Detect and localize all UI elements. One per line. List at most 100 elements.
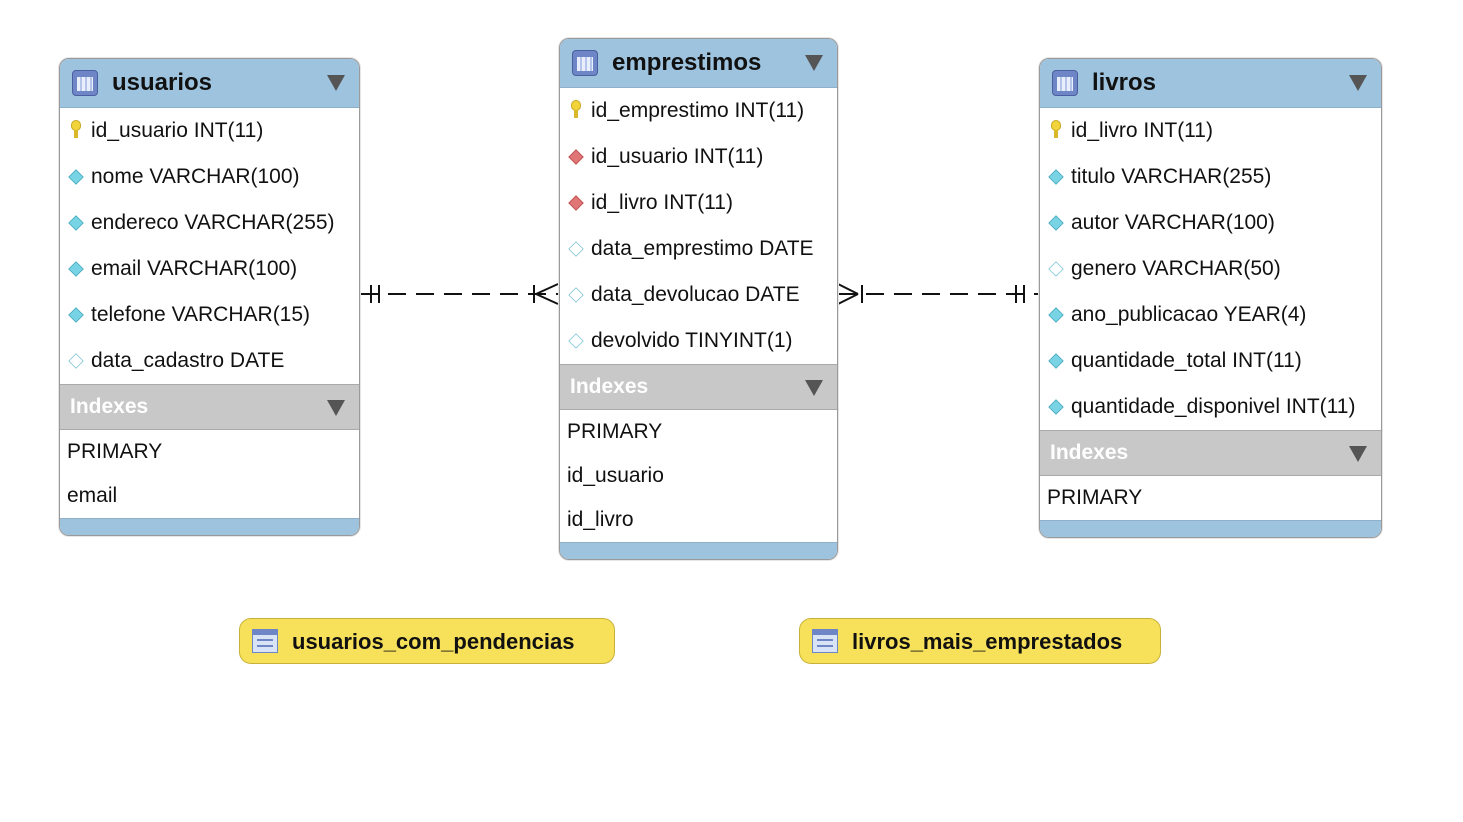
index-label: id_livro bbox=[567, 508, 634, 531]
not-null-column-icon bbox=[1048, 399, 1064, 415]
primary-key-icon bbox=[71, 120, 81, 138]
column-row[interactable]: id_usuario INT(11) bbox=[560, 134, 837, 180]
column-row[interactable]: quantidade_total INT(11) bbox=[1040, 338, 1381, 384]
view-title: usuarios_com_pendencias bbox=[292, 629, 575, 654]
column-label: email VARCHAR(100) bbox=[91, 257, 298, 280]
index-row[interactable]: id_livro bbox=[560, 498, 837, 542]
column-row[interactable]: devolvido TINYINT(1) bbox=[560, 318, 837, 364]
column-label: quantidade_disponivel INT(11) bbox=[1071, 395, 1356, 418]
table-icon bbox=[1052, 70, 1078, 96]
column-row[interactable]: id_livro INT(11) bbox=[560, 180, 837, 226]
collapse-arrow-icon[interactable] bbox=[1349, 446, 1367, 462]
nullable-column-icon bbox=[1048, 261, 1064, 277]
column-label: telefone VARCHAR(15) bbox=[91, 303, 311, 326]
index-label: PRIMARY bbox=[67, 440, 163, 463]
column-label: ano_publicacao YEAR(4) bbox=[1071, 303, 1307, 326]
not-null-column-icon bbox=[68, 261, 84, 277]
indexes-title: Indexes bbox=[570, 375, 649, 398]
collapse-arrow-icon[interactable] bbox=[327, 400, 345, 416]
column-row[interactable]: data_cadastro DATE bbox=[60, 338, 359, 384]
column-row[interactable]: id_livro INT(11) bbox=[1040, 108, 1381, 154]
view-livros-mais-emprestados[interactable]: livros_mais_emprestados bbox=[799, 618, 1161, 664]
column-label: quantidade_total INT(11) bbox=[1071, 349, 1302, 372]
table-icon bbox=[572, 50, 598, 76]
column-row[interactable]: ano_publicacao YEAR(4) bbox=[1040, 292, 1381, 338]
column-label: endereco VARCHAR(255) bbox=[91, 211, 335, 234]
table-title: usuarios bbox=[112, 69, 213, 96]
not-null-column-icon bbox=[1048, 215, 1064, 231]
index-label: PRIMARY bbox=[1047, 486, 1143, 509]
column-label: data_emprestimo DATE bbox=[591, 237, 814, 260]
collapse-arrow-icon[interactable] bbox=[805, 55, 823, 71]
collapse-arrow-icon[interactable] bbox=[805, 380, 823, 396]
column-row[interactable]: nome VARCHAR(100) bbox=[60, 154, 359, 200]
column-label: nome VARCHAR(100) bbox=[91, 165, 300, 188]
not-null-column-icon bbox=[1048, 169, 1064, 185]
index-row[interactable]: PRIMARY bbox=[60, 430, 359, 474]
table-header[interactable]: emprestimos bbox=[560, 39, 837, 88]
column-row[interactable]: data_emprestimo DATE bbox=[560, 226, 837, 272]
not-null-column-icon bbox=[68, 215, 84, 231]
not-null-column-icon bbox=[1048, 353, 1064, 369]
column-row[interactable]: autor VARCHAR(100) bbox=[1040, 200, 1381, 246]
index-row[interactable]: email bbox=[60, 474, 359, 518]
table-usuarios[interactable]: usuarios id_usuario INT(11) nome VARCHAR… bbox=[59, 58, 360, 536]
index-label: PRIMARY bbox=[567, 420, 663, 443]
column-row[interactable]: telefone VARCHAR(15) bbox=[60, 292, 359, 338]
indexes-header[interactable]: Indexes bbox=[60, 384, 359, 430]
table-footer bbox=[60, 518, 359, 535]
relationship-livros-emprestimos bbox=[837, 283, 1040, 305]
column-label: autor VARCHAR(100) bbox=[1071, 211, 1275, 234]
collapse-arrow-icon[interactable] bbox=[1349, 75, 1367, 91]
table-header[interactable]: usuarios bbox=[60, 59, 359, 108]
index-row[interactable]: PRIMARY bbox=[560, 410, 837, 454]
column-label: devolvido TINYINT(1) bbox=[591, 329, 793, 352]
indexes-header[interactable]: Indexes bbox=[560, 364, 837, 410]
indexes-header[interactable]: Indexes bbox=[1040, 430, 1381, 476]
column-row[interactable]: quantidade_disponivel INT(11) bbox=[1040, 384, 1381, 430]
table-livros[interactable]: livros id_livro INT(11) titulo VARCHAR(2… bbox=[1039, 58, 1382, 538]
column-row[interactable]: id_usuario INT(11) bbox=[60, 108, 359, 154]
column-row[interactable]: data_devolucao DATE bbox=[560, 272, 837, 318]
indexes-title: Indexes bbox=[70, 395, 149, 418]
view-icon bbox=[252, 629, 278, 653]
view-icon bbox=[812, 629, 838, 653]
index-row[interactable]: PRIMARY bbox=[1040, 476, 1381, 520]
view-title: livros_mais_emprestados bbox=[852, 629, 1123, 654]
foreign-key-icon bbox=[568, 149, 584, 165]
foreign-key-icon bbox=[568, 195, 584, 211]
relationship-usuarios-emprestimos bbox=[360, 283, 559, 305]
table-title: emprestimos bbox=[612, 49, 762, 76]
indexes-title: Indexes bbox=[1050, 441, 1129, 464]
column-label: id_livro INT(11) bbox=[591, 191, 733, 214]
table-title: livros bbox=[1092, 69, 1157, 96]
nullable-column-icon bbox=[568, 241, 584, 257]
index-row[interactable]: id_usuario bbox=[560, 454, 837, 498]
table-header[interactable]: livros bbox=[1040, 59, 1381, 108]
not-null-column-icon bbox=[68, 169, 84, 185]
view-usuarios-com-pendencias[interactable]: usuarios_com_pendencias bbox=[239, 618, 615, 664]
column-label: id_emprestimo INT(11) bbox=[591, 99, 805, 122]
column-label: genero VARCHAR(50) bbox=[1071, 257, 1281, 280]
index-label: id_usuario bbox=[567, 464, 664, 487]
column-row[interactable]: endereco VARCHAR(255) bbox=[60, 200, 359, 246]
index-label: email bbox=[67, 484, 118, 507]
table-icon bbox=[72, 70, 98, 96]
column-row[interactable]: genero VARCHAR(50) bbox=[1040, 246, 1381, 292]
not-null-column-icon bbox=[1048, 307, 1064, 323]
primary-key-icon bbox=[571, 100, 581, 118]
collapse-arrow-icon[interactable] bbox=[327, 75, 345, 91]
column-label: data_devolucao DATE bbox=[591, 283, 800, 306]
column-label: id_usuario INT(11) bbox=[91, 119, 264, 142]
column-row[interactable]: id_emprestimo INT(11) bbox=[560, 88, 837, 134]
table-emprestimos[interactable]: emprestimos id_emprestimo INT(11) id_usu… bbox=[559, 38, 838, 560]
nullable-column-icon bbox=[68, 353, 84, 369]
column-label: titulo VARCHAR(255) bbox=[1071, 165, 1272, 188]
column-row[interactable]: titulo VARCHAR(255) bbox=[1040, 154, 1381, 200]
column-row[interactable]: email VARCHAR(100) bbox=[60, 246, 359, 292]
nullable-column-icon bbox=[568, 333, 584, 349]
column-label: id_usuario INT(11) bbox=[591, 145, 764, 168]
table-footer bbox=[560, 542, 837, 559]
column-label: data_cadastro DATE bbox=[91, 349, 285, 372]
table-footer bbox=[1040, 520, 1381, 537]
